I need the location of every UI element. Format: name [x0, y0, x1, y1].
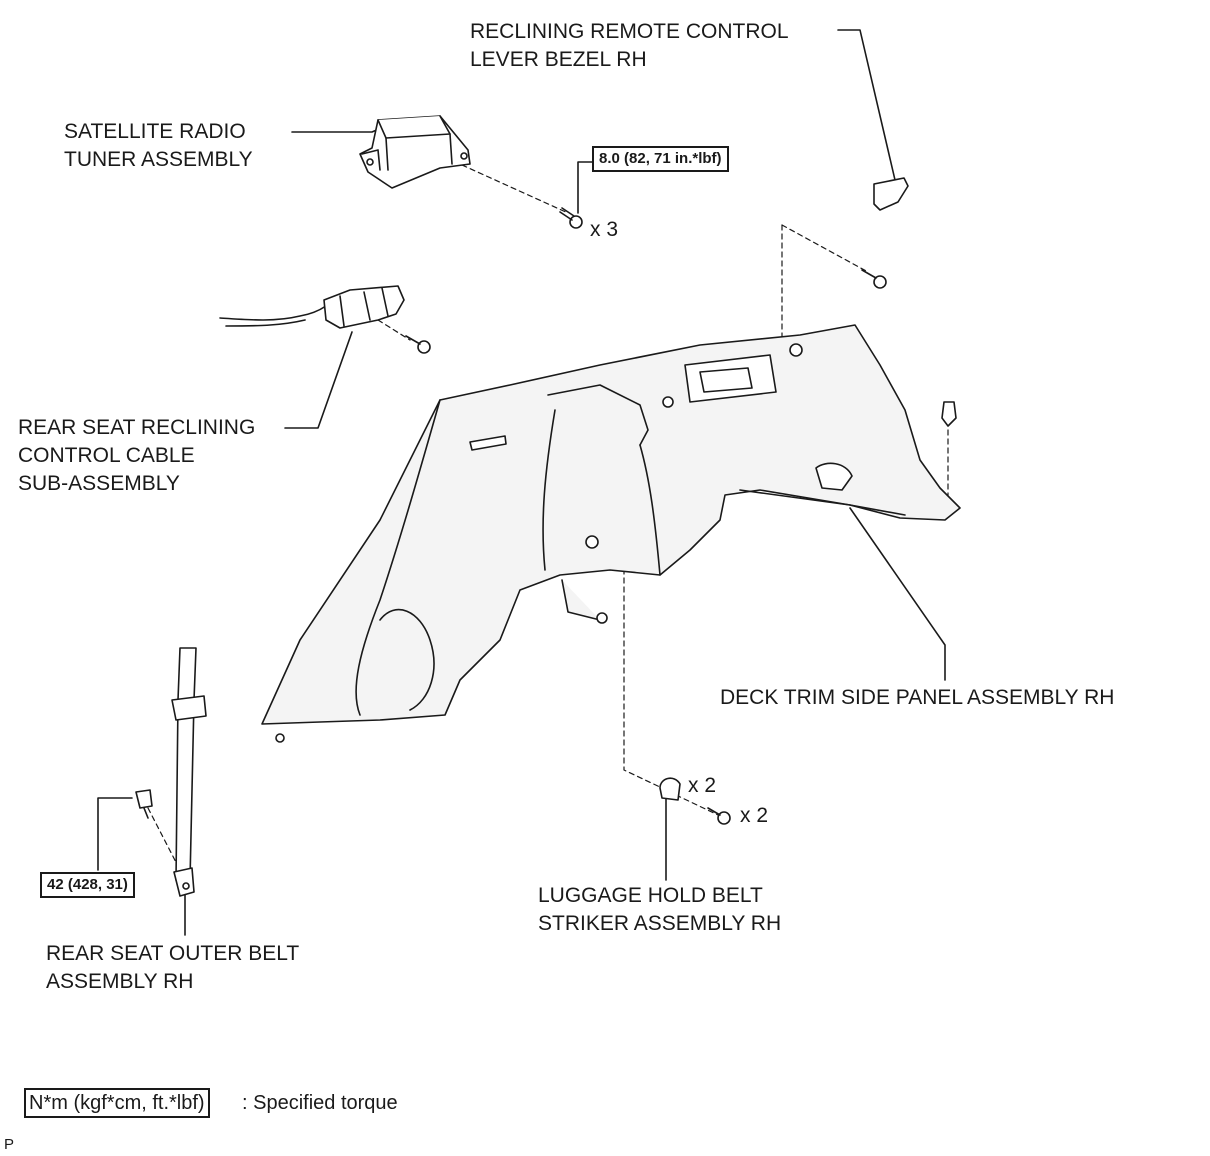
torque-box-tuner: 8.0 (82, 71 in.*lbf) — [592, 146, 729, 172]
qty-striker-bolts: x 2 — [740, 804, 769, 827]
label-reclining-cable: REAR SEAT RECLINING CONTROL CABLE SUB-AS… — [18, 416, 256, 495]
luggage-striker-drawing — [659, 777, 681, 801]
outer-belt-drawing — [171, 647, 207, 897]
deck-trim-clip-drawing — [941, 401, 957, 427]
corner-mark: P — [4, 1136, 15, 1153]
striker-bolt-drawing — [707, 807, 731, 825]
label-luggage-striker: LUGGAGE HOLD BELT STRIKER ASSEMBLY RH — [538, 884, 782, 935]
label-deck-trim: DECK TRIM SIDE PANEL ASSEMBLY RH — [720, 686, 1115, 709]
bezel-screw-drawing — [861, 269, 887, 289]
legend-unit-box: N*m (kgf*cm, ft.*lbf) — [24, 1088, 210, 1118]
qty-striker-clips: x 2 — [688, 774, 717, 797]
satellite-radio-tuner-drawing — [359, 115, 471, 189]
control-cable-drawing — [219, 285, 405, 329]
label-satellite-tuner: SATELLITE RADIO TUNER ASSEMBLY — [64, 120, 253, 171]
leader-lines — [97, 29, 946, 936]
legend-description: : Specified torque — [242, 1092, 398, 1114]
belt-bolt-drawing — [135, 789, 153, 819]
cable-screw-drawing — [405, 335, 431, 354]
reclining-bezel-drawing — [873, 177, 909, 211]
tuner-bolt-drawing — [559, 207, 583, 229]
label-reclining-bezel: RECLINING REMOTE CONTROL LEVER BEZEL RH — [470, 20, 789, 71]
qty-tuner-bolts: x 3 — [590, 218, 619, 241]
torque-box-belt: 42 (428, 31) — [40, 872, 135, 898]
label-outer-belt: REAR SEAT OUTER BELT ASSEMBLY RH — [46, 942, 300, 993]
deck-trim-panel-drawing — [261, 324, 961, 743]
